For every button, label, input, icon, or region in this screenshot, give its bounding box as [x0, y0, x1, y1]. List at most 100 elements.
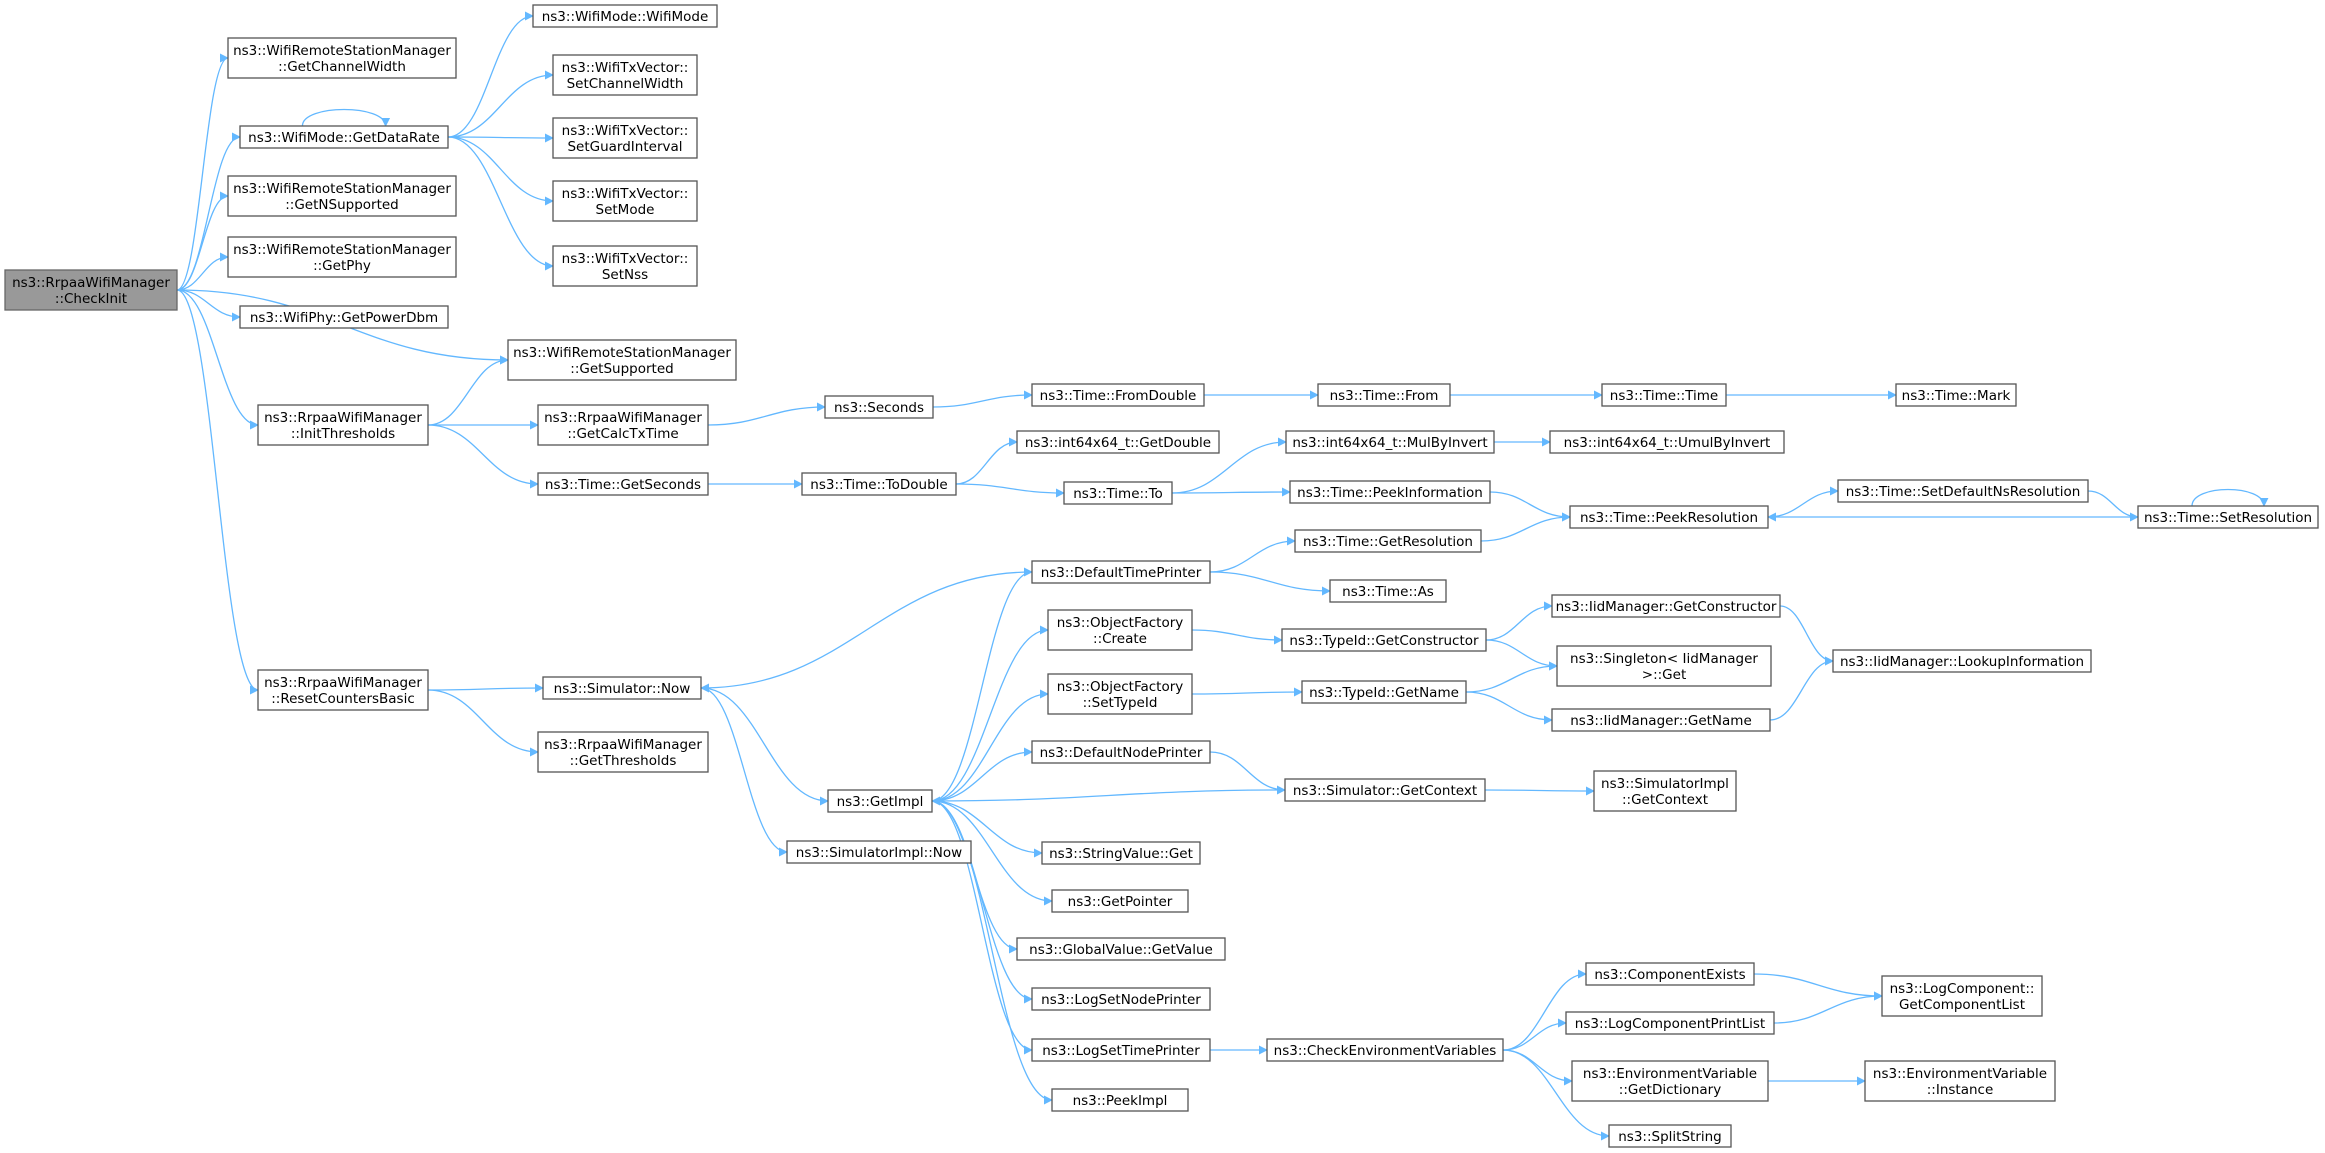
node-log-component-print-list[interactable]: ns3::LogComponentPrintList [1565, 1011, 1775, 1035]
node-label: ::GetDictionary [1619, 1082, 1721, 1098]
edge-get-impl-to-string-value-get [931, 800, 1043, 858]
edge-get-resolution-to-peek-resolution [1480, 512, 1571, 542]
node-label: ns3::RrpaaWifiManager [544, 410, 702, 426]
node-set-channel-width[interactable]: ns3::WifiTxVector::SetChannelWidth [552, 54, 698, 96]
edge-check-init-to-get-nsupported [176, 191, 229, 291]
node-label: ns3::GetImpl [837, 794, 924, 810]
node-default-time-printer[interactable]: ns3::DefaultTimePrinter [1031, 560, 1211, 584]
node-global-value-get-value[interactable]: ns3::GlobalValue::GetValue [1016, 937, 1226, 961]
node-box [1051, 889, 1189, 913]
node-sim-impl-get-context[interactable]: ns3::SimulatorImpl::GetContext [1593, 770, 1737, 812]
node-wifi-mode[interactable]: ns3::WifiMode::WifiMode [532, 4, 718, 28]
node-get-impl[interactable]: ns3::GetImpl [827, 789, 933, 813]
node-get-data-rate[interactable]: ns3::WifiMode::GetDataRate [239, 125, 449, 149]
edge-check-init-to-reset-counters-basic [176, 289, 259, 695]
node-box [1266, 1038, 1504, 1062]
node-set-default-ns-resolution[interactable]: ns3::Time::SetDefaultNsResolution [1837, 479, 2089, 503]
node-default-node-printer[interactable]: ns3::DefaultNodePrinter [1031, 740, 1211, 764]
node-to-double[interactable]: ns3::Time::ToDouble [801, 472, 957, 496]
node-time-as[interactable]: ns3::Time::As [1329, 579, 1447, 603]
node-peek-information[interactable]: ns3::Time::PeekInformation [1289, 480, 1491, 504]
node-type-id-get-constructor[interactable]: ns3::TypeId::GetConstructor [1281, 628, 1487, 652]
node-type-id-get-name[interactable]: ns3::TypeId::GetName [1301, 680, 1467, 704]
node-peek-impl[interactable]: ns3::PeekImpl [1051, 1088, 1189, 1112]
node-seconds[interactable]: ns3::Seconds [824, 395, 934, 419]
node-log-set-time-printer[interactable]: ns3::LogSetTimePrinter [1031, 1038, 1211, 1062]
node-ofset-type-id[interactable]: ns3::ObjectFactory::SetTypeId [1047, 673, 1193, 715]
node-set-resolution[interactable]: ns3::Time::SetResolution [2137, 505, 2319, 529]
node-get-pointer[interactable]: ns3::GetPointer [1051, 889, 1189, 913]
node-get-phy[interactable]: ns3::WifiRemoteStationManager::GetPhy [227, 236, 457, 278]
node-umul-by-invert[interactable]: ns3::int64x64_t::UmulByInvert [1549, 430, 1785, 454]
node-box [1881, 975, 2043, 1017]
node-label: ::InitThresholds [291, 426, 395, 442]
node-lookup-information[interactable]: ns3::IidManager::LookupInformation [1832, 649, 2092, 673]
node-get-nsupported[interactable]: ns3::WifiRemoteStationManager::GetNSuppo… [227, 175, 457, 217]
node-set-mode[interactable]: ns3::WifiTxVector::SetMode [552, 180, 698, 222]
node-iid-get-name[interactable]: ns3::IidManager::GetName [1551, 708, 1771, 732]
node-label: ::Instance [1927, 1082, 1994, 1098]
node-from-double[interactable]: ns3::Time::FromDouble [1031, 383, 1205, 407]
node-label: ns3::WifiTxVector:: [562, 251, 689, 267]
node-label: ::GetSupported [570, 361, 673, 377]
node-set-nss[interactable]: ns3::WifiTxVector::SetNss [552, 245, 698, 287]
node-label: ns3::IidManager::LookupInformation [1840, 654, 2084, 670]
node-label: ns3::int64x64_t::MulByInvert [1292, 435, 1487, 451]
node-get-thresholds[interactable]: ns3::RrpaaWifiManager::GetThresholds [537, 731, 709, 773]
node-get-calc-tx-time[interactable]: ns3::RrpaaWifiManager::GetCalcTxTime [537, 404, 709, 446]
node-simulator-now[interactable]: ns3::Simulator::Now [542, 676, 702, 700]
node-sim-get-context[interactable]: ns3::Simulator::GetContext [1284, 778, 1486, 802]
node-label: ns3::RrpaaWifiManager [264, 675, 422, 691]
node-get-resolution[interactable]: ns3::Time::GetResolution [1294, 529, 1482, 553]
node-box [2137, 505, 2319, 529]
node-check-env-vars[interactable]: ns3::CheckEnvironmentVariables [1266, 1038, 1504, 1062]
node-label: ::GetContext [1622, 792, 1708, 808]
node-singleton-get[interactable]: ns3::Singleton< IidManager>::Get [1556, 645, 1772, 687]
node-time-mark[interactable]: ns3::Time::Mark [1895, 383, 2017, 407]
node-time-to[interactable]: ns3::Time::To [1063, 481, 1173, 505]
node-time-time[interactable]: ns3::Time::Time [1601, 383, 1727, 407]
edge-check-env-vars-to-log-component-print-list [1502, 1018, 1567, 1051]
edge-simulator-now-to-get-impl [700, 687, 829, 806]
edge-type-id-get-name-to-iid-get-name [1465, 691, 1553, 725]
node-ofcreate[interactable]: ns3::ObjectFactory::Create [1047, 609, 1193, 651]
node-label: ns3::WifiMode::WifiMode [542, 9, 709, 25]
node-box [1051, 1088, 1189, 1112]
node-label: ns3::TypeId::GetName [1309, 685, 1459, 701]
node-get-supported[interactable]: ns3::WifiRemoteStationManager::GetSuppor… [507, 339, 737, 381]
node-string-value-get[interactable]: ns3::StringValue::Get [1041, 841, 1201, 865]
node-set-guard-interval[interactable]: ns3::WifiTxVector::SetGuardInterval [552, 117, 698, 159]
node-time-from[interactable]: ns3::Time::From [1317, 383, 1451, 407]
node-label: ns3::WifiRemoteStationManager [513, 345, 731, 361]
node-time-get-seconds[interactable]: ns3::Time::GetSeconds [537, 472, 709, 496]
node-init-thresholds[interactable]: ns3::RrpaaWifiManager::InitThresholds [257, 404, 429, 446]
node-box [257, 404, 429, 446]
edge-check-init-to-init-thresholds [176, 289, 259, 430]
edge-reset-counters-basic-to-get-thresholds [427, 689, 539, 757]
node-label: ns3::EnvironmentVariable [1873, 1066, 2047, 1082]
node-box [1864, 1060, 2056, 1102]
node-env-instance[interactable]: ns3::EnvironmentVariable::Instance [1864, 1060, 2056, 1102]
edge-check-init-to-get-power-dbm [176, 289, 241, 322]
edge-default-time-printer-to-get-resolution [1209, 536, 1296, 573]
edge-get-impl-to-log-set-node-printer [931, 800, 1033, 1004]
node-simulator-impl-now[interactable]: ns3::SimulatorImpl::Now [786, 840, 972, 864]
node-get-channel-width[interactable]: ns3::WifiRemoteStationManager::GetChanne… [227, 37, 457, 79]
node-box [827, 789, 933, 813]
edge-default-time-printer-to-time-as [1209, 571, 1331, 596]
node-env-get-dictionary[interactable]: ns3::EnvironmentVariable::GetDictionary [1571, 1060, 1769, 1102]
node-log-set-node-printer[interactable]: ns3::LogSetNodePrinter [1031, 987, 1211, 1011]
node-peek-resolution[interactable]: ns3::Time::PeekResolution [1569, 505, 1769, 529]
node-reset-counters-basic[interactable]: ns3::RrpaaWifiManager::ResetCountersBasi… [257, 669, 429, 711]
node-box [1294, 529, 1482, 553]
node-split-string[interactable]: ns3::SplitString [1608, 1124, 1732, 1148]
node-i64-get-double[interactable]: ns3::int64x64_t::GetDouble [1016, 430, 1220, 454]
node-mul-by-invert[interactable]: ns3::int64x64_t::MulByInvert [1285, 430, 1495, 454]
node-get-component-list[interactable]: ns3::LogComponent::GetComponentList [1881, 975, 2043, 1017]
node-label: ns3::int64x64_t::GetDouble [1025, 435, 1211, 451]
node-box [1301, 680, 1467, 704]
node-check-init[interactable]: ns3::RrpaaWifiManager::CheckInit [4, 269, 178, 311]
node-component-exists[interactable]: ns3::ComponentExists [1585, 962, 1755, 986]
node-iid-get-constructor[interactable]: ns3::IidManager::GetConstructor [1551, 594, 1781, 618]
node-get-power-dbm[interactable]: ns3::WifiPhy::GetPowerDbm [239, 305, 449, 329]
